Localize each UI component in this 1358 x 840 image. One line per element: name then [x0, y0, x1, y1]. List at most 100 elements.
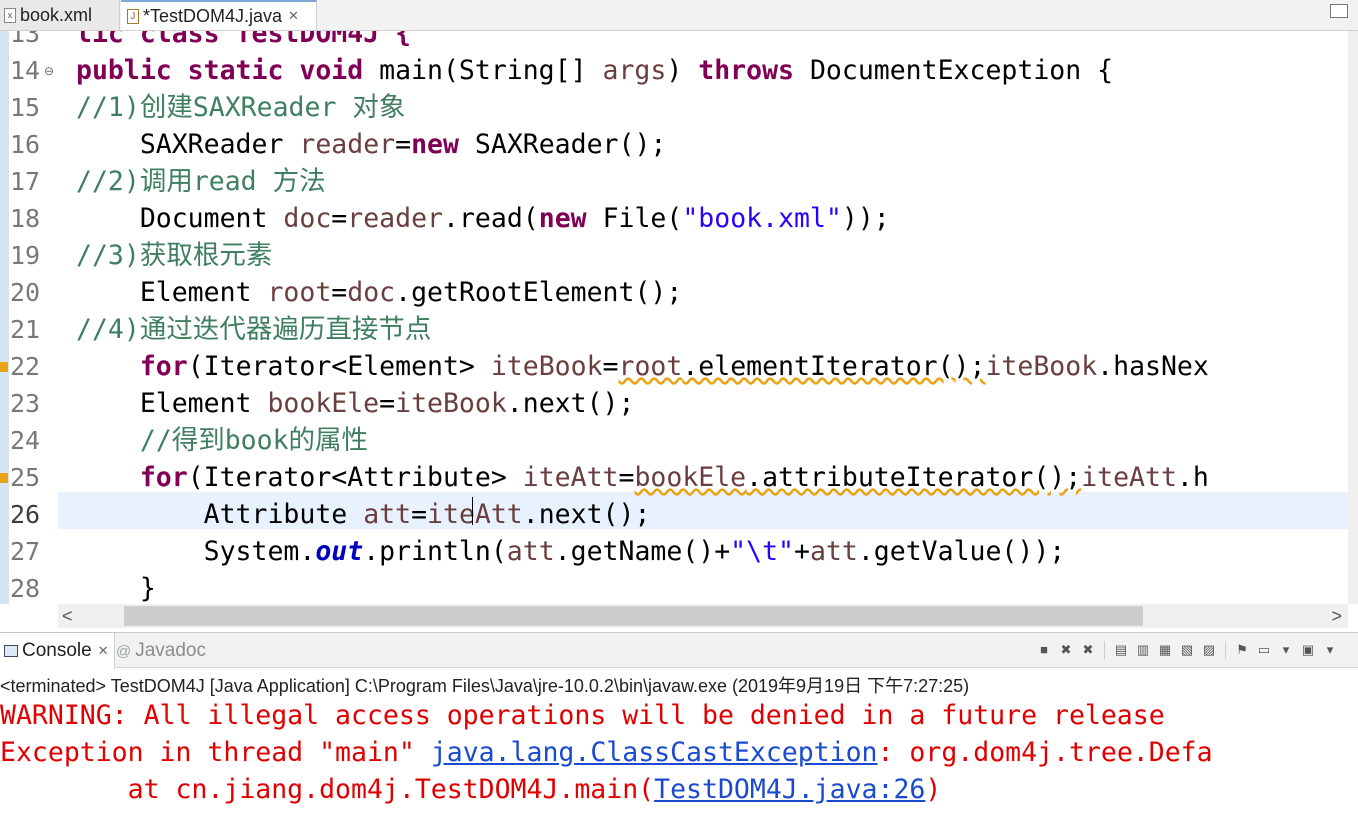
- code-token: for: [139, 351, 188, 382]
- open-console-icon[interactable]: ▣: [1301, 642, 1315, 657]
- scroll-right-arrow-icon[interactable]: >: [1331, 606, 1342, 626]
- code-token: =: [618, 462, 635, 493]
- code-line[interactable]: //1)创建SAXReader 对象: [76, 89, 405, 126]
- clear-console-icon[interactable]: ▤: [1114, 642, 1128, 657]
- code-token: doc: [347, 277, 396, 308]
- code-line[interactable]: lic class TestDOM4J {: [76, 31, 411, 52]
- code-token: [76, 351, 140, 382]
- show-on-stderr-icon[interactable]: ▨: [1202, 642, 1216, 657]
- code-token: ): [666, 55, 699, 86]
- terminate-icon[interactable]: ■: [1040, 642, 1048, 657]
- code-token: att: [506, 536, 555, 567]
- code-token: iteBook: [490, 351, 603, 382]
- line-number: 28: [10, 574, 41, 603]
- console-line: Exception in thread "main" java.lang.Cla…: [0, 734, 1213, 771]
- code-token: bookEle: [634, 462, 747, 493]
- tab-label: book.xml: [20, 4, 93, 25]
- tab-book-xml[interactable]: x book.xml: [0, 0, 120, 30]
- console-tab-bar: Console ✕ @ Javadoc ■ ✖ ✖ ▤ ▥ ▦ ▧ ▨ ⚑ ▭ …: [0, 632, 1358, 669]
- code-line[interactable]: Element bookEle=iteBook.next();: [76, 385, 635, 422]
- tab-testdom4j-java[interactable]: J *TestDOM4J.java ✕: [121, 0, 317, 30]
- scroll-lock-icon[interactable]: ▥: [1136, 642, 1150, 657]
- vertical-scrollbar[interactable]: [1348, 31, 1358, 604]
- toolbar-separator: [1225, 641, 1226, 659]
- word-wrap-icon[interactable]: ▦: [1158, 642, 1172, 657]
- warning-marker-icon[interactable]: [0, 473, 8, 483]
- warning-marker-icon[interactable]: [0, 362, 8, 372]
- display-console-icon[interactable]: ▭: [1257, 642, 1271, 657]
- view-menu-icon[interactable]: ▾: [1326, 642, 1334, 657]
- close-icon[interactable]: ✕: [97, 643, 109, 658]
- code-token: }: [76, 573, 156, 604]
- line-number: 21: [10, 315, 41, 344]
- code-token: Attribute: [76, 499, 364, 530]
- tab-label: *TestDOM4J.java: [143, 5, 283, 26]
- line-number: 17: [10, 167, 41, 196]
- code-token: =: [331, 277, 348, 308]
- code-line[interactable]: Element root=doc.getRootElement();: [76, 274, 683, 311]
- code-line[interactable]: //4)通过迭代器遍历直接节点: [76, 311, 431, 348]
- line-number: 16: [10, 130, 41, 159]
- code-line[interactable]: //2)调用read 方法: [76, 163, 326, 200]
- line-number: 15: [10, 93, 41, 122]
- scroll-left-arrow-icon[interactable]: <: [62, 606, 73, 626]
- code-token: DocumentException {: [794, 55, 1114, 86]
- code-token: main(String[]: [379, 55, 603, 86]
- horizontal-scrollbar[interactable]: < >: [58, 604, 1348, 628]
- code-token: lic class TestDOM4J {: [76, 31, 412, 49]
- code-line[interactable]: public static void main(String[] args) t…: [76, 52, 1113, 89]
- console-text: ): [925, 774, 942, 805]
- console-icon: [4, 645, 18, 657]
- code-token: =: [331, 203, 348, 234]
- code-token: iteAtt: [427, 499, 523, 530]
- show-on-stdout-icon[interactable]: ▧: [1180, 642, 1194, 657]
- console-link[interactable]: java.lang.ClassCastException: [430, 737, 878, 768]
- tab-console[interactable]: Console ✕: [0, 633, 115, 669]
- console-line: WARNING: All illegal access operations w…: [0, 697, 1165, 734]
- code-line[interactable]: for(Iterator<Element> iteBook=root.eleme…: [76, 348, 1209, 385]
- javadoc-icon: @: [116, 642, 132, 660]
- code-token: =: [411, 499, 428, 530]
- code-token: //4)通过迭代器遍历直接节点: [76, 314, 432, 345]
- code-line[interactable]: for(Iterator<Attribute> iteAtt=bookEle.a…: [76, 459, 1209, 496]
- line-number: 20: [10, 278, 41, 307]
- code-token: //1)创建SAXReader 对象: [76, 92, 406, 123]
- line-number: 24: [10, 426, 41, 455]
- code-token: .getValue());: [857, 536, 1066, 567]
- close-icon[interactable]: ✕: [288, 8, 299, 23]
- code-token: =: [379, 388, 396, 419]
- code-line[interactable]: //3)获取根元素: [76, 237, 272, 274]
- fold-collapse-icon[interactable]: ⊖: [44, 64, 55, 78]
- code-line[interactable]: System.out.println(att.getName()+"\t"+at…: [76, 533, 1066, 570]
- scrollbar-thumb[interactable]: [124, 606, 1143, 626]
- code-line[interactable]: SAXReader reader=new SAXReader();: [76, 126, 667, 163]
- code-token: =: [395, 129, 412, 160]
- code-token: args: [602, 55, 667, 86]
- code-token: reader: [347, 203, 443, 234]
- code-token: //2)调用read 方法: [76, 166, 326, 197]
- code-token: att: [809, 536, 858, 567]
- restore-icon[interactable]: [1330, 4, 1348, 18]
- code-token: Element: [76, 277, 268, 308]
- code-token: out: [315, 536, 364, 567]
- pin-console-icon[interactable]: ⚑: [1236, 642, 1248, 657]
- code-token: doc: [283, 203, 332, 234]
- code-token: Element: [76, 388, 268, 419]
- dropdown-icon[interactable]: ▾: [1282, 642, 1290, 657]
- tab-javadoc[interactable]: @ Javadoc: [116, 633, 206, 669]
- remove-launch-icon[interactable]: ✖: [1060, 642, 1072, 657]
- code-token: .attributeIterator();: [746, 462, 1082, 493]
- code-token: iteAtt: [522, 462, 619, 493]
- remove-all-terminated-icon[interactable]: ✖: [1082, 642, 1094, 657]
- code-line[interactable]: //得到book的属性: [76, 422, 368, 459]
- console-link[interactable]: TestDOM4J.java:26: [654, 774, 926, 805]
- code-token: iteAtt: [1081, 462, 1177, 493]
- code-token: +: [794, 536, 810, 567]
- line-number: 23: [10, 389, 41, 418]
- code-token: Document: [76, 203, 284, 234]
- code-line[interactable]: }: [76, 570, 156, 604]
- code-line[interactable]: Attribute att=iteAtt.next();: [76, 496, 651, 533]
- line-number: 14: [10, 56, 41, 85]
- code-line[interactable]: Document doc=reader.read(new File("book.…: [76, 200, 890, 237]
